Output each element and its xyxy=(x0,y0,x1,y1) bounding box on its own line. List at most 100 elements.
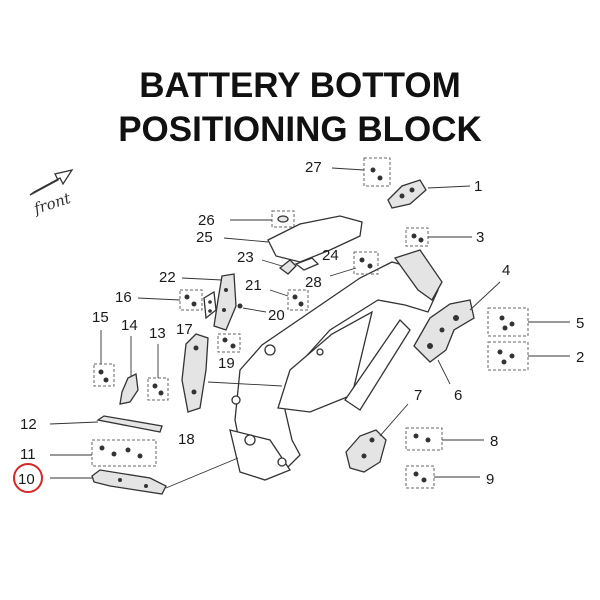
callout-3: 3 xyxy=(476,229,484,246)
part-22-long-bracket xyxy=(213,273,237,331)
part-5-screw xyxy=(502,325,508,331)
part-8-screw xyxy=(425,437,431,443)
callout-10: 10 xyxy=(18,471,35,488)
leader-line-27 xyxy=(331,167,365,171)
part-17-small-bracket xyxy=(203,290,217,320)
callout-15: 15 xyxy=(92,309,109,326)
part-15-screw xyxy=(98,369,104,375)
callout-4: 4 xyxy=(502,262,510,279)
callout-28: 28 xyxy=(305,274,322,291)
part-8-box xyxy=(405,427,443,451)
callout-2: 2 xyxy=(576,349,584,366)
part-28-screw xyxy=(359,257,365,263)
part-13-screw xyxy=(158,390,164,396)
bike-frame xyxy=(229,249,443,481)
part-18-mid-plate xyxy=(181,333,209,413)
front-arrow-icon xyxy=(29,168,74,196)
part-21-screw xyxy=(292,294,298,300)
part-19-screw xyxy=(222,337,228,343)
part-9-screw xyxy=(421,477,427,483)
leader-line-23 xyxy=(261,259,283,267)
callout-22: 22 xyxy=(159,269,176,286)
callout-14: 14 xyxy=(121,317,138,334)
front-direction-label: front xyxy=(31,189,74,218)
part-5-screw xyxy=(509,321,515,327)
part-16-screw xyxy=(184,294,190,300)
part-2-screw xyxy=(497,349,503,355)
callout-7: 7 xyxy=(414,387,422,404)
part-3-box xyxy=(405,227,429,247)
callout-19: 19 xyxy=(218,355,235,372)
part-7-lower-bracket xyxy=(345,429,387,473)
leader-line-28 xyxy=(329,267,357,277)
callout-25: 25 xyxy=(196,229,213,246)
leader-line-22 xyxy=(181,277,223,281)
part-16-box xyxy=(179,289,203,311)
part-28-box xyxy=(353,251,379,275)
leader-line-12 xyxy=(49,421,99,425)
part-19-screw xyxy=(230,343,236,349)
part-14-hook xyxy=(119,373,139,405)
part-2-screw xyxy=(509,353,515,359)
callout-16: 16 xyxy=(115,289,132,306)
part-9-screw xyxy=(413,471,419,477)
part-28-screw xyxy=(367,263,373,269)
callout-1: 1 xyxy=(474,178,482,195)
leader-line-21 xyxy=(269,289,289,297)
part-8-screw xyxy=(413,433,419,439)
part-21-box xyxy=(287,289,309,311)
part-23-clip xyxy=(278,259,297,275)
callout-18: 18 xyxy=(178,431,195,448)
leader-line-18 xyxy=(207,381,283,387)
leader-line-1 xyxy=(427,185,471,189)
part-2-screw xyxy=(501,359,507,365)
part-9-box xyxy=(405,465,435,489)
part-27-box xyxy=(363,157,391,187)
callout-27: 27 xyxy=(305,159,322,176)
part-25-top-cover xyxy=(267,215,363,263)
callout-21: 21 xyxy=(245,277,262,294)
callout-17: 17 xyxy=(176,321,193,338)
callout-6: 6 xyxy=(454,387,462,404)
part-11-box xyxy=(91,439,157,467)
part-2-box xyxy=(487,341,529,371)
part-26-box xyxy=(271,210,295,228)
part-5-box xyxy=(487,307,529,337)
part-1-top-bracket xyxy=(387,179,427,209)
part-11-screw xyxy=(111,451,117,457)
part-5-screw xyxy=(499,315,505,321)
part-3-screw xyxy=(418,237,424,243)
callout-8: 8 xyxy=(490,433,498,450)
part-3-screw xyxy=(411,233,417,239)
part-15-screw xyxy=(103,377,109,383)
part-11-screw xyxy=(99,445,105,451)
part-20-screw xyxy=(237,303,243,309)
callout-26: 26 xyxy=(198,212,215,229)
part-11-screw xyxy=(137,453,143,459)
part-10-battery-bottom-positioning-block xyxy=(91,469,167,495)
highlight-ring xyxy=(13,463,43,493)
part-21-screw xyxy=(298,301,304,307)
callout-5: 5 xyxy=(576,315,584,332)
callout-24: 24 xyxy=(322,247,339,264)
diagram-title-line-2: POSITIONING BLOCK xyxy=(118,110,482,149)
leader-line-7 xyxy=(379,403,409,437)
part-13-box xyxy=(147,377,169,401)
callout-12: 12 xyxy=(20,416,37,433)
leader-line-10-frame xyxy=(165,457,239,489)
part-6-side-bracket xyxy=(413,299,475,363)
part-24-clip xyxy=(294,257,320,271)
callout-20: 20 xyxy=(268,307,285,324)
leader-line-4 xyxy=(469,281,501,311)
part-27-screw xyxy=(370,167,376,173)
callout-11: 11 xyxy=(20,446,36,463)
part-15-box xyxy=(93,363,115,387)
callout-9: 9 xyxy=(486,471,494,488)
leader-line-20 xyxy=(242,307,267,313)
leader-line-25 xyxy=(223,237,269,243)
diagram-title-line-1: BATTERY BOTTOM xyxy=(139,66,461,105)
part-11-screw xyxy=(125,447,131,453)
callout-13: 13 xyxy=(149,325,166,342)
leader-line-6 xyxy=(437,359,451,385)
